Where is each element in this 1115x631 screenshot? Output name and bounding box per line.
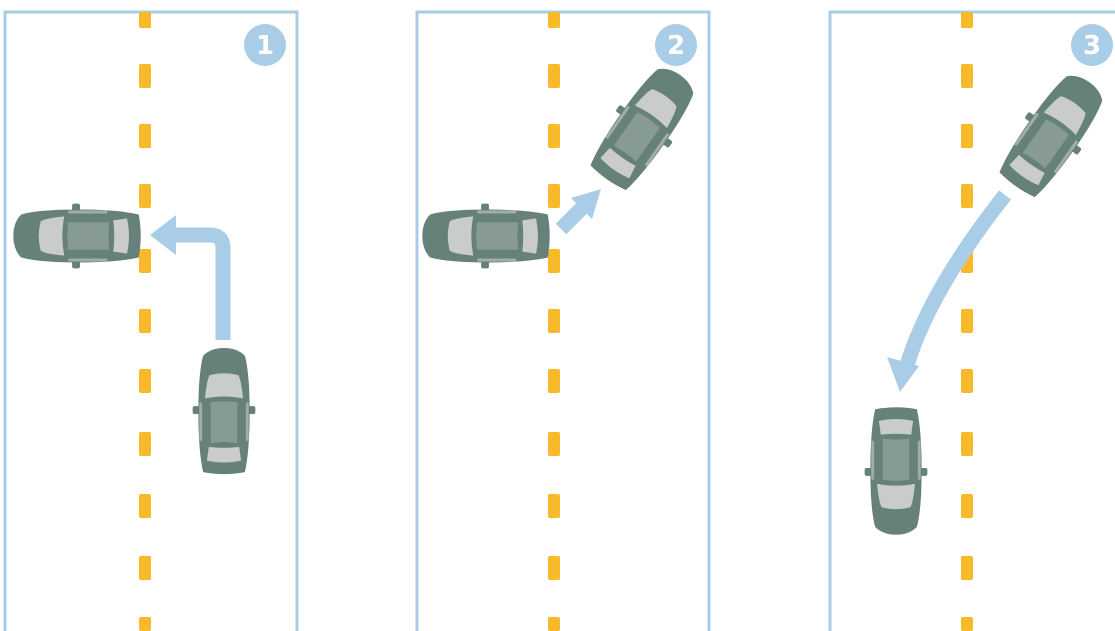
car-finished-icon <box>865 407 928 534</box>
step-badge-2: 2 <box>655 24 697 66</box>
car-turned-icon <box>13 204 140 269</box>
step-number: 1 <box>256 31 274 61</box>
panel-2: 2 <box>417 12 709 631</box>
step-number: 2 <box>667 31 685 61</box>
panel-3: 3 <box>830 12 1115 631</box>
car-start-icon <box>422 204 549 269</box>
step-badge-3: 3 <box>1071 24 1113 66</box>
step-number: 3 <box>1083 31 1101 61</box>
panel-1: 1 <box>5 12 297 631</box>
car-start-icon <box>193 348 256 474</box>
step-badge-1: 1 <box>244 24 286 66</box>
